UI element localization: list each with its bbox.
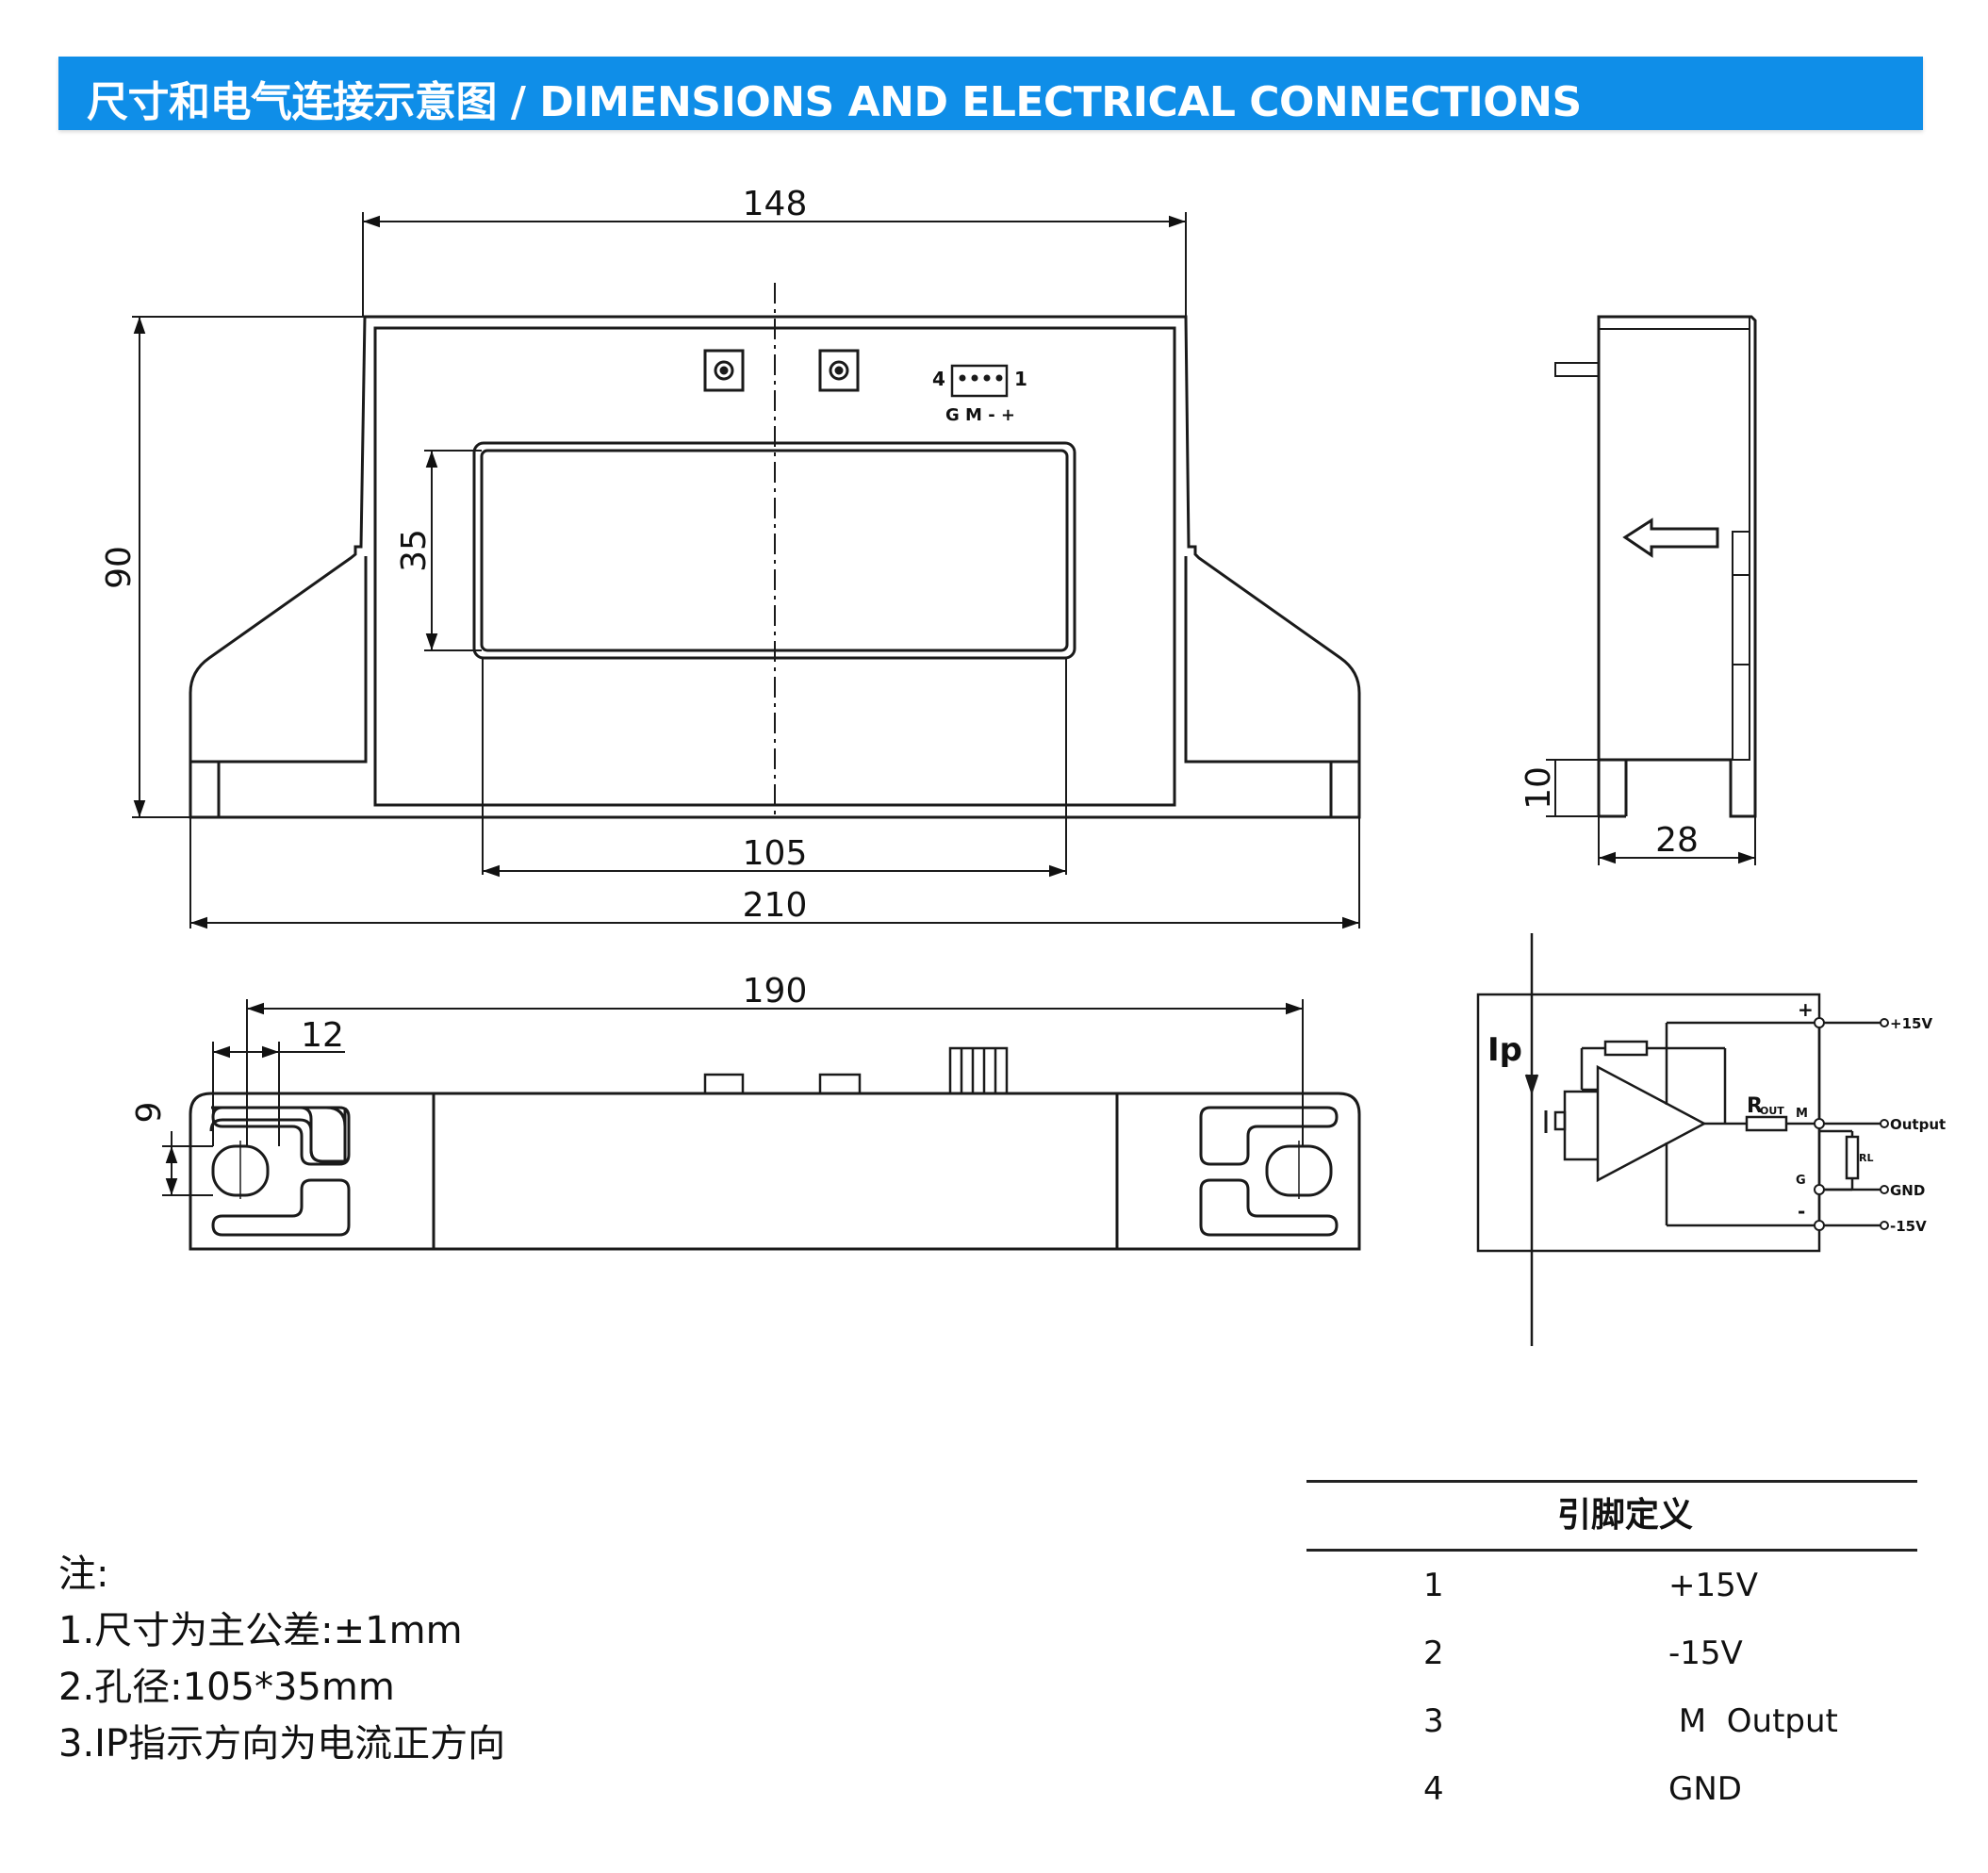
bottom-base-outline (189, 1092, 435, 1251)
output-minus15-label: -15V (1890, 1218, 1927, 1235)
section-title: 尺寸和电气连接示意图 / DIMENSIONS AND ELECTRICAL C… (87, 78, 1582, 126)
connector-pin-1-label: 1 (1014, 368, 1027, 390)
dim-28-label: 28 (1655, 821, 1699, 860)
table-row: 1 +15V (1306, 1552, 1917, 1619)
connector-pin-4-label: 4 (932, 368, 945, 390)
trim-pot-right (818, 349, 860, 392)
output-signal-label: Output (1890, 1116, 1946, 1133)
op-amp-icon (1596, 1064, 1707, 1183)
table-header-rule (1306, 1549, 1917, 1552)
ip-label: Ip (1487, 1031, 1522, 1069)
right-mount-upper-finger (1199, 1106, 1339, 1166)
rout-subscript: OUT (1760, 1105, 1784, 1117)
section-header-banner: 尺寸和电气连接示意图 / DIMENSIONS AND ELECTRICAL C… (58, 57, 1923, 130)
node-plus-label: + (1798, 998, 1814, 1021)
left-mount-lower-finger (211, 1178, 351, 1237)
hall-sensor-icon (1553, 1110, 1567, 1131)
circuit-diagram (1476, 933, 1889, 1346)
dim-148-label: 148 (743, 185, 808, 223)
pin-number: 3 (1423, 1702, 1444, 1740)
dim-10-label: 10 (1520, 766, 1558, 810)
pin-function: GND (1668, 1770, 1742, 1808)
bottom-base-right (1115, 1092, 1361, 1251)
left-mount-slot-upper (209, 1108, 347, 1163)
left-mount-upper-finger (211, 1106, 351, 1166)
node-m-label: M (1796, 1107, 1808, 1121)
pin-definition-table: 引脚定义 1 +15V 2 -15V 3 M Output 4 GND (1306, 1480, 1917, 1823)
bottom-view (189, 1046, 1361, 1251)
feedback-resistor (1603, 1040, 1649, 1057)
pin-function: +15V (1668, 1567, 1759, 1604)
circuit-boundary (1476, 993, 1821, 1253)
front-dimensions (132, 212, 1360, 929)
dim-35-label: 35 (395, 529, 434, 572)
dim-210-label: 210 (743, 886, 808, 925)
pin-function: -15V (1668, 1635, 1743, 1672)
dim-105-label: 105 (743, 834, 808, 873)
table-row: 2 -15V (1306, 1619, 1917, 1687)
current-direction-arrow-icon (1622, 518, 1719, 558)
load-resistor (1845, 1135, 1860, 1180)
top-connector (948, 1046, 1009, 1095)
connector-pins (959, 374, 1003, 382)
table-top-rule (1306, 1480, 1917, 1483)
dim-90-label: 90 (100, 546, 139, 589)
note-item: 3.IP指示方向为电流正方向 (58, 1722, 506, 1766)
table-row: 4 GND (1306, 1755, 1917, 1823)
rl-label: RL (1859, 1152, 1873, 1164)
right-wing-inner (1184, 556, 1359, 764)
side-housing-outline (1597, 315, 1757, 818)
output-plus15-label: +15V (1890, 1015, 1932, 1032)
trim-pot-right-screw-icon (829, 360, 849, 381)
top-pot-right (818, 1073, 862, 1095)
connector-body (950, 364, 1009, 398)
node-minus-label: - (1798, 1200, 1805, 1223)
notes-block: 注: 1.尺寸为主公差:±1mm 2.孔径:105*35mm 3.IP指示方向为… (58, 1546, 505, 1772)
dim-12-label: 12 (301, 1016, 344, 1055)
left-wing-inner (190, 556, 368, 764)
pin-number: 1 (1423, 1567, 1444, 1604)
side-view (1554, 315, 1757, 818)
bottom-dimensions (162, 999, 1304, 1196)
notes-heading: 注: (58, 1553, 109, 1596)
rout-label: R (1747, 1094, 1763, 1118)
table-row: 3 M Output (1306, 1687, 1917, 1755)
side-dimensions (1546, 759, 1756, 865)
bottom-center-body (432, 1092, 1119, 1251)
connector-pin-labels: G M - + (945, 405, 1015, 425)
pin-number: 4 (1423, 1770, 1444, 1808)
dim-190-label: 190 (743, 972, 808, 1010)
front-view (189, 283, 1361, 875)
pin-function: M Output (1668, 1702, 1838, 1740)
trim-pot-left-screw-icon (714, 360, 734, 381)
pin-number: 2 (1423, 1635, 1444, 1672)
trim-pot-left (703, 349, 745, 392)
output-gnd-label: GND (1890, 1182, 1925, 1199)
side-pin-stub (1554, 362, 1600, 377)
top-pot-left (703, 1073, 745, 1095)
note-item: 2.孔径:105*35mm (58, 1666, 395, 1709)
note-item: 1.尺寸为主公差:±1mm (58, 1609, 463, 1652)
side-step (1732, 531, 1750, 761)
output-resistor (1745, 1115, 1788, 1132)
node-g-label: G (1796, 1174, 1806, 1188)
right-mount-lower-finger (1199, 1178, 1339, 1237)
dim-9-label: 9 (130, 1102, 169, 1124)
table-title: 引脚定义 (1556, 1496, 1693, 1535)
